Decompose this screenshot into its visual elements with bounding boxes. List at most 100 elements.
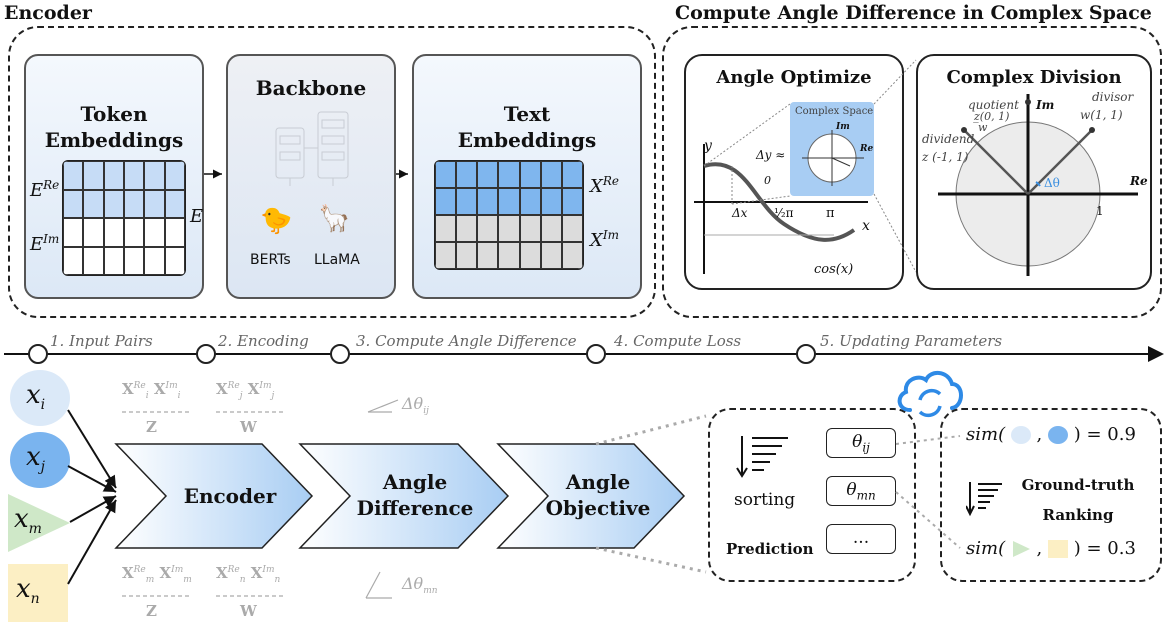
llama-label: LLaMA bbox=[314, 252, 360, 268]
berts-label: BERTs bbox=[250, 252, 291, 268]
ghost-z-upper: Z bbox=[146, 418, 157, 436]
sim1-shape-a bbox=[1010, 426, 1031, 444]
ghost-xj-re: XRej XImj bbox=[216, 380, 275, 401]
ghost-delta-ij: Δθij bbox=[402, 394, 429, 417]
ghost-w-lower: W bbox=[240, 602, 257, 620]
sort-descending-icon bbox=[736, 436, 788, 478]
theta-mn-box: θmn bbox=[826, 476, 896, 506]
input-xi-shape bbox=[10, 370, 70, 426]
dx-label: Δx bbox=[732, 206, 748, 220]
x-im-label: XIm bbox=[590, 228, 619, 251]
prediction-label: Prediction bbox=[726, 540, 814, 558]
backbone-panel: Backbone 🐤 🦙 BERTs LLaMA bbox=[226, 54, 396, 299]
ground-truth-box bbox=[940, 408, 1162, 582]
input-xj-shape bbox=[10, 432, 70, 488]
step-1-label: 1. Input Pairs bbox=[50, 332, 153, 350]
e-im-label: EIm bbox=[30, 232, 60, 255]
dividend-value: z (-1, 1) bbox=[922, 150, 969, 164]
x-axis-label: x bbox=[862, 218, 870, 234]
delta-theta-label: Δθ bbox=[1044, 176, 1060, 190]
stage-objective-line2: Objective bbox=[545, 496, 651, 520]
text-embeddings-title-2: Embeddings bbox=[457, 128, 597, 152]
ghost-xi-re: XRei XImi bbox=[122, 380, 181, 401]
mini-re-label: Re bbox=[860, 144, 874, 154]
ghost-xn-re: XRen XImn bbox=[216, 564, 281, 585]
cos-label: cos(x) bbox=[814, 262, 854, 277]
text-embeddings-title-1: Text bbox=[503, 102, 551, 126]
half-pi-label: ½π bbox=[774, 206, 794, 220]
angle-optimize-title: Angle Optimize bbox=[716, 67, 872, 88]
token-embeddings-panel: Token Embeddings ERe EIm E bbox=[24, 54, 204, 299]
re-axis-label: Re bbox=[1130, 174, 1148, 188]
x-re-label: XRe bbox=[590, 174, 619, 197]
mini-im-label: Im bbox=[836, 122, 850, 132]
complex-space-label: Complex Space bbox=[795, 106, 874, 117]
backbone-title: Backbone bbox=[255, 76, 367, 100]
quotient-w: w bbox=[978, 121, 988, 134]
divisor-label: divisor bbox=[1092, 90, 1134, 104]
sim-value-1: 0.9 bbox=[1107, 424, 1136, 445]
ground-truth-title-2: Ranking bbox=[1042, 506, 1114, 524]
complex-section-box bbox=[662, 26, 1162, 318]
sim1-shape-b bbox=[1048, 426, 1068, 444]
input-xj-label: xj bbox=[26, 442, 46, 476]
ghost-w-upper: W bbox=[240, 418, 257, 436]
complex-division-title: Complex Division bbox=[946, 67, 1122, 88]
input-xn-shape bbox=[8, 564, 68, 622]
input-xn-label: xn bbox=[16, 574, 40, 608]
ground-truth-title-1: Ground-truth bbox=[1021, 476, 1135, 494]
timeline-node-4 bbox=[586, 344, 606, 364]
input-xi-label: xi bbox=[26, 380, 46, 414]
stage-encoder-label: Encoder bbox=[183, 484, 277, 508]
stage-objective-line1: Angle bbox=[565, 470, 631, 494]
timeline-node-1 bbox=[28, 344, 48, 364]
step-2-label: 2. Encoding bbox=[218, 332, 309, 350]
timeline-node-5 bbox=[796, 344, 816, 364]
sim2-shape-a bbox=[1012, 541, 1030, 557]
step-5-label: 5. Updating Parameters bbox=[820, 332, 1003, 350]
text-embedding-grid bbox=[434, 160, 584, 270]
sorting-label: sorting bbox=[734, 490, 796, 510]
sim-value-2: 0.3 bbox=[1107, 538, 1136, 559]
encoder-section-title: Encoder bbox=[4, 2, 92, 24]
ellipsis-box: ... bbox=[826, 524, 896, 554]
sim-row-2: sim( , ) = 0.3 bbox=[966, 538, 1136, 559]
bert-icon: 🐤 bbox=[260, 206, 293, 236]
divisor-value: w(1, 1) bbox=[1080, 108, 1123, 122]
cosine-plot bbox=[694, 102, 874, 274]
quotient-label: quotient bbox=[968, 98, 1019, 112]
zero-label: 0 bbox=[764, 174, 771, 187]
cloud-sync-icon bbox=[897, 371, 963, 418]
dividend-label: dividend bbox=[922, 132, 975, 146]
encoder-section-box bbox=[8, 26, 656, 318]
input-xm-label: xm bbox=[14, 504, 42, 538]
stage-angle-diff-line1: Angle bbox=[382, 470, 448, 494]
unit-circle-plot bbox=[938, 94, 1138, 276]
timeline-node-3 bbox=[330, 344, 350, 364]
llama-icon: 🦙 bbox=[318, 204, 351, 234]
ghost-xm-re: XRem XImm bbox=[122, 564, 192, 585]
e-re-label: ERe bbox=[30, 178, 60, 201]
input-xm-shape bbox=[8, 494, 70, 552]
theta-ij-box: θij bbox=[826, 428, 896, 458]
complex-section-title: Compute Angle Difference in Complex Spac… bbox=[675, 2, 1152, 24]
token-embeddings-title-2: Embeddings bbox=[44, 128, 184, 152]
step-4-label: 4. Compute Loss bbox=[614, 332, 742, 350]
sim2-shape-b bbox=[1048, 540, 1068, 558]
e-label: E bbox=[190, 206, 204, 227]
transformer-diagram-icon bbox=[275, 111, 349, 186]
timeline-node-2 bbox=[196, 344, 216, 364]
token-embeddings-title-1: Token bbox=[80, 102, 148, 126]
token-embedding-grid bbox=[62, 160, 186, 276]
step-3-label: 3. Compute Angle Difference bbox=[356, 332, 577, 350]
ghost-z-lower: Z bbox=[146, 602, 157, 620]
sim-row-1: sim( , ) = 0.9 bbox=[966, 424, 1136, 445]
sort-ranking-icon bbox=[966, 482, 1002, 517]
im-axis-label: Im bbox=[1036, 98, 1055, 112]
